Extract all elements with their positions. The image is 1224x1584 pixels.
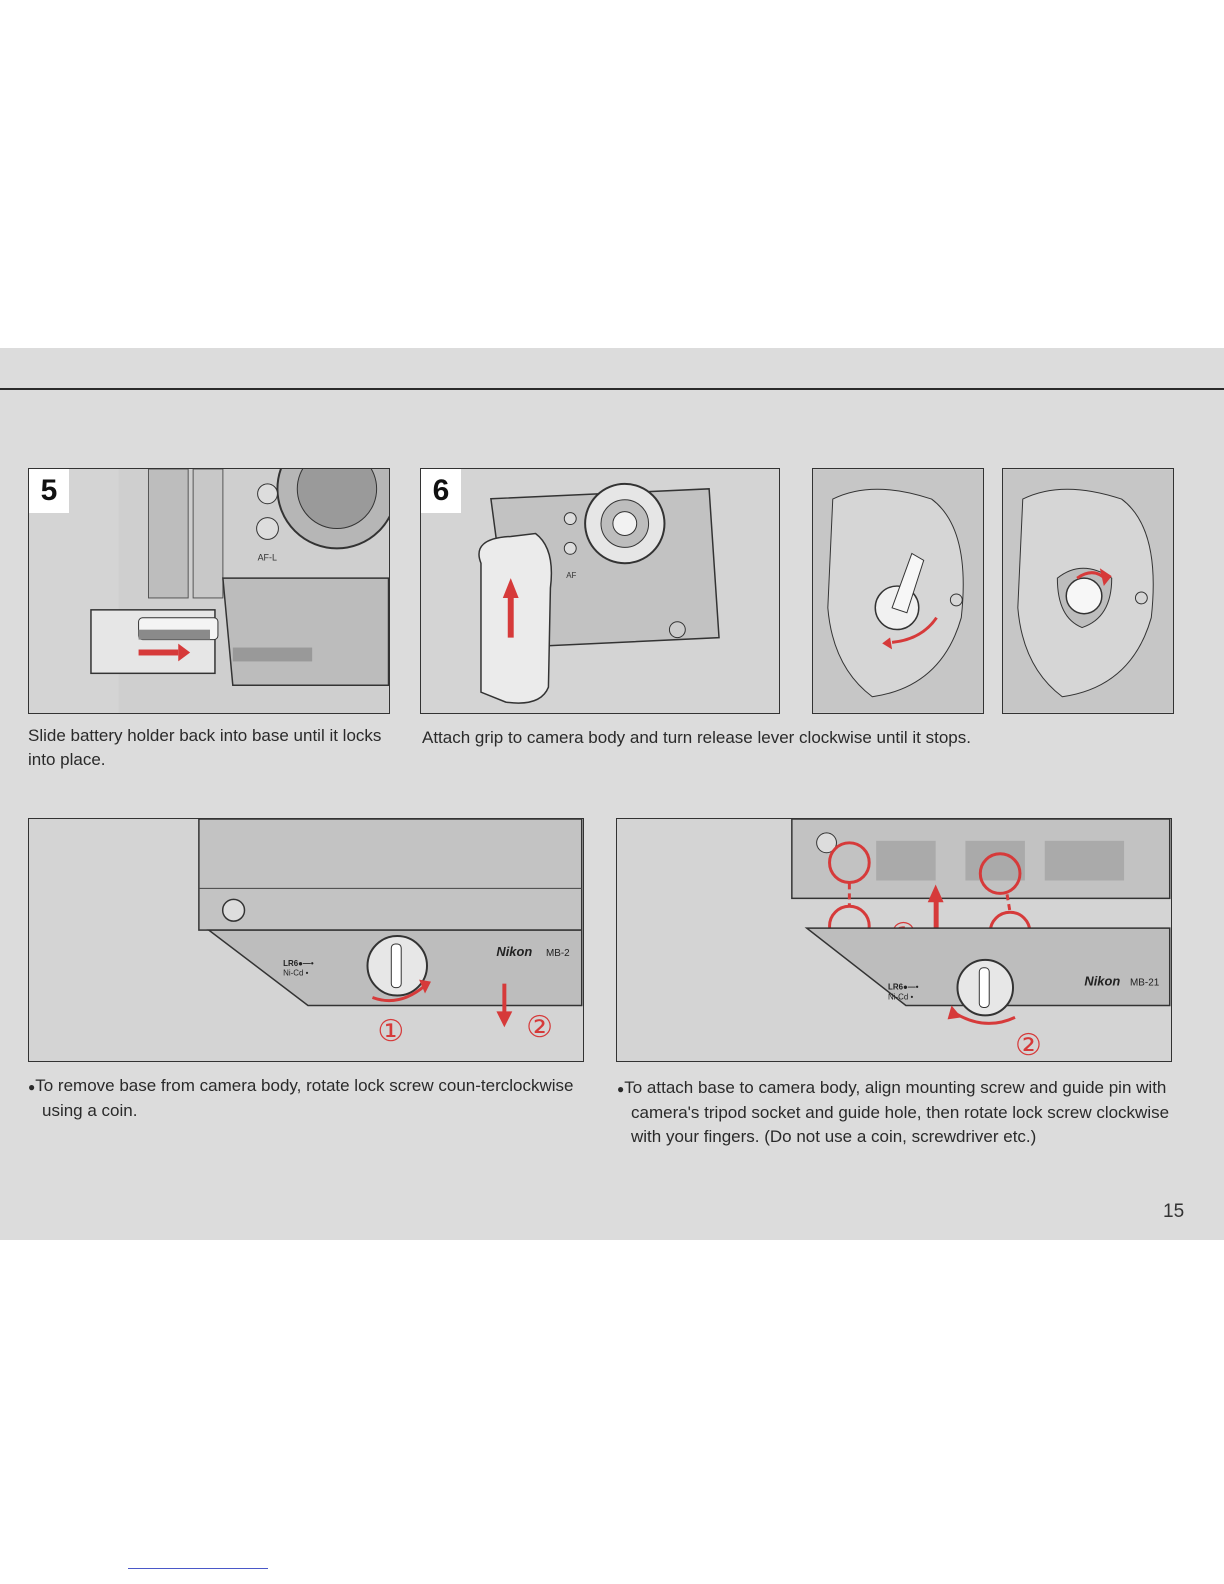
attach-grip-illustration: AF xyxy=(478,482,720,704)
release-lever-closed-illustration xyxy=(813,469,983,713)
figure-step-5: 5 AF-L xyxy=(28,468,390,714)
attach-bullet: ● xyxy=(617,1082,625,1096)
figure-lever-turned xyxy=(1002,468,1174,714)
remove-base-instruction: ●To remove base from camera body, rotate… xyxy=(28,1074,598,1123)
step-6-number: 6 xyxy=(421,469,461,513)
remove-base-illustration: LR6●—• Ni-Cd • Nikon MB-2 ① ② xyxy=(198,819,583,1048)
nikon-brand-label-right: Nikon xyxy=(1084,974,1120,989)
remove-text: To remove base from camera body, rotate … xyxy=(35,1076,574,1120)
attach-text: To attach base to camera body, align mou… xyxy=(624,1078,1170,1146)
nikon-brand-label: Nikon xyxy=(496,944,532,959)
circle-one-left: ① xyxy=(377,1015,404,1048)
footer-divider xyxy=(128,1568,268,1569)
release-lever-turned-illustration xyxy=(1003,469,1173,713)
figure-lever-closed xyxy=(812,468,984,714)
af-l-label: AF-L xyxy=(258,552,277,562)
figure-attach-base: ① LR6●—• Ni-Cd • Nikon MB-21 ② xyxy=(616,818,1172,1062)
step-6-caption: Attach grip to camera body and turn rele… xyxy=(422,728,971,747)
attach-base-illustration: ① LR6●—• Ni-Cd • Nikon MB-21 ② xyxy=(791,819,1171,1061)
figure-remove-base: LR6●—• Ni-Cd • Nikon MB-2 ① ② xyxy=(28,818,584,1062)
af-label: AF xyxy=(566,571,576,580)
battery-holder-illustration: AF-L xyxy=(90,469,389,713)
battery-nicd-label: Ni-Cd • xyxy=(283,969,308,978)
battery-nicd-label-right: Ni-Cd • xyxy=(888,993,913,1002)
battery-lr6-label-right: LR6●—• xyxy=(888,983,919,992)
figure-step-6: 6 AF xyxy=(420,468,780,714)
model-label-left: MB-2 xyxy=(546,948,570,959)
top-rule xyxy=(0,388,1224,390)
attach-base-instruction: ●To attach base to camera body, align mo… xyxy=(617,1076,1171,1149)
circle-two-right: ② xyxy=(1015,1029,1042,1061)
manual-page-sheet: 5 AF-L 6 AF xyxy=(0,348,1224,1240)
circle-two-left: ② xyxy=(526,1011,553,1044)
model-label-right: MB-21 xyxy=(1130,978,1160,989)
step-5-caption: Slide battery holder back into base unti… xyxy=(28,726,382,769)
page-number: 15 xyxy=(1163,1201,1185,1222)
step-5-number: 5 xyxy=(29,469,69,513)
battery-lr6-label: LR6●—• xyxy=(283,959,314,968)
remove-bullet: ● xyxy=(28,1080,36,1094)
